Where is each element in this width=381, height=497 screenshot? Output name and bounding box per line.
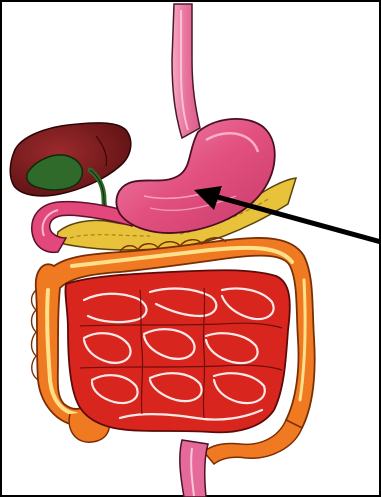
small-intestine bbox=[65, 270, 289, 432]
rectum bbox=[180, 440, 208, 497]
